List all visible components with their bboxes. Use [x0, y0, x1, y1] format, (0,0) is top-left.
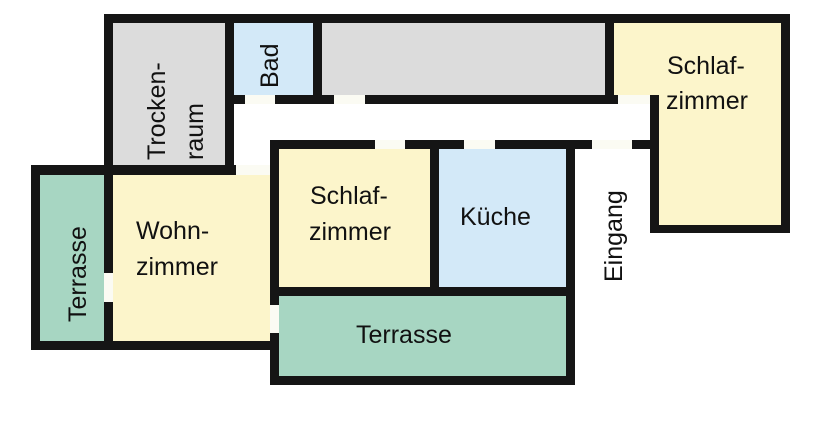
label-trockenraum-1: Trocken-	[143, 62, 171, 160]
label-bad: Bad	[256, 44, 284, 88]
label-terrasse-left: Terrasse	[64, 226, 92, 322]
label-schlafzimmer-mid-1: Schlaf-	[310, 182, 388, 210]
label-eingang: Eingang	[600, 190, 628, 282]
room-schlafzimmer-right	[614, 23, 781, 225]
label-kueche: Küche	[460, 203, 531, 231]
label-wohnzimmer-1: Wohn-	[136, 217, 209, 245]
label-schlafzimmer-right-2: zimmer	[666, 87, 748, 115]
room-wohnzimmer	[113, 175, 270, 341]
room-storage	[322, 23, 605, 95]
label-schlafzimmer-mid-2: zimmer	[309, 218, 391, 246]
label-schlafzimmer-right-1: Schlaf-	[667, 52, 745, 80]
room-terrasse-bottom	[279, 296, 566, 376]
label-terrasse-bottom: Terrasse	[356, 321, 452, 349]
room-trockenraum	[113, 23, 225, 165]
label-wohnzimmer-2: zimmer	[136, 253, 218, 281]
room-schlafzimmer-mid	[279, 149, 430, 287]
room-kueche	[439, 149, 566, 287]
hallway	[234, 104, 650, 140]
label-trockenraum-2: raum	[181, 103, 209, 160]
entrance-area	[575, 149, 650, 239]
doors	[104, 95, 650, 333]
room-terrasse-left	[40, 175, 104, 341]
room-bad	[234, 23, 313, 95]
